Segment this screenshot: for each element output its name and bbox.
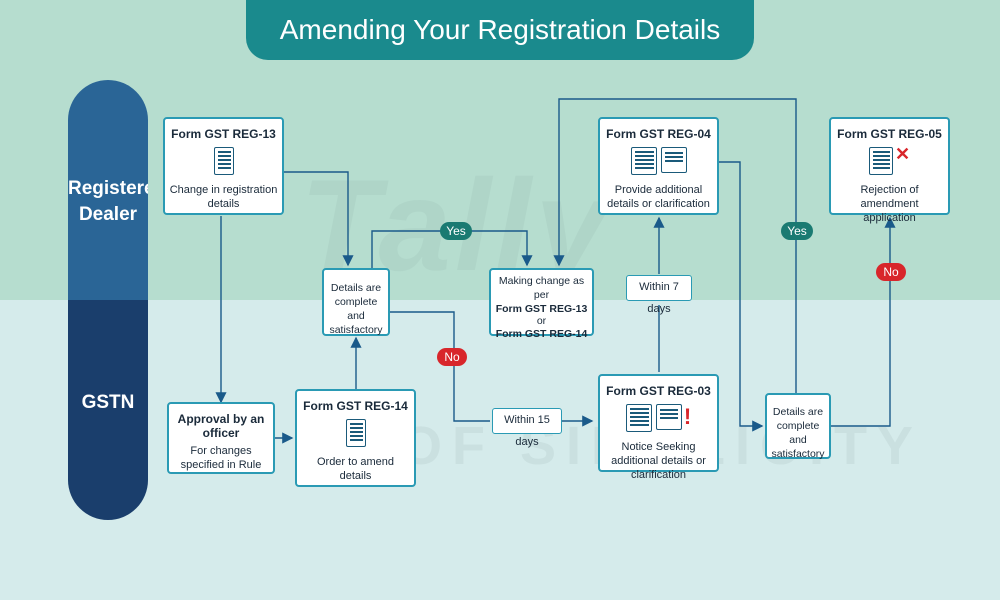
- node-form-reg-14: Form GST REG-14 Order to amend details: [295, 389, 416, 487]
- label-within-7-days: Within 7 days: [626, 275, 692, 315]
- node-officer-approval: Approval by an officer For changes speci…: [167, 402, 275, 474]
- node-header: Form GST REG-14: [303, 399, 408, 413]
- documents-icon: [600, 147, 717, 177]
- node-header: Form GST REG-04: [606, 127, 711, 141]
- node-header: Form GST REG-05: [837, 127, 942, 141]
- edge-check1-within15: [390, 311, 490, 422]
- rejected-document-icon: ✕: [831, 144, 948, 177]
- node-making-change: Making change as per Form GST REG-13 or …: [489, 268, 594, 340]
- node-text: For changes specified in Rule: [180, 445, 262, 471]
- node-header: Form GST REG-13: [171, 127, 276, 141]
- document-icon: [213, 147, 234, 175]
- lane-registered-dealer: [68, 80, 148, 300]
- node-text: Making change as per: [498, 275, 585, 301]
- node-form-reg-05: Form GST REG-05 ✕ Rejection of amendment…: [829, 117, 950, 224]
- no-badge: No: [876, 263, 906, 281]
- node-check-details-2: Details are complete and satisfactory: [765, 393, 831, 460]
- node-text: Change in registration details: [169, 184, 278, 210]
- lane-label-dealer: Registered Dealer: [68, 178, 148, 225]
- yes-badge: Yes: [781, 222, 813, 240]
- node-form-ref: Form GST REG-14: [495, 328, 588, 340]
- exclamation-icon: !: [683, 404, 692, 429]
- node-form-reg-04: Form GST REG-04 Provide additional detai…: [598, 117, 719, 215]
- no-badge: No: [437, 348, 467, 366]
- node-text: Provide additional details or clarificat…: [607, 184, 710, 210]
- document-icon: [345, 419, 366, 447]
- gstn-lane-background: [0, 300, 1000, 600]
- edge-check2-reg05: [831, 216, 896, 427]
- node-text: Details are complete and satisfactory: [329, 282, 383, 336]
- node-form-reg-03: Form GST REG-03 ! Notice Seeking additio…: [598, 374, 719, 481]
- node-form-reg-13: Form GST REG-13 Change in registration d…: [163, 117, 284, 215]
- edge-reg13-check1: [283, 171, 354, 267]
- node-text: Details are complete and satisfactory: [771, 406, 825, 460]
- yes-badge: Yes: [440, 222, 472, 240]
- node-form-ref: Form GST REG-13: [495, 303, 588, 315]
- cross-icon: ✕: [894, 144, 911, 164]
- node-or: or: [536, 315, 547, 327]
- page-title: Amending Your Registration Details: [246, 0, 754, 60]
- node-text: Order to amend details: [316, 456, 395, 482]
- node-text: Rejection of amendment application: [860, 184, 919, 224]
- notice-icon: !: [600, 404, 717, 434]
- node-header: Approval by an officer: [177, 412, 265, 440]
- label-within-15-days: Within 15 days: [492, 408, 562, 448]
- swimlane-bar: Registered Dealer GSTN: [68, 80, 148, 520]
- lane-label-gstn: GSTN: [81, 392, 135, 413]
- lane-gstn: [68, 300, 148, 520]
- edge-check2-making: [553, 98, 797, 393]
- node-header: Form GST REG-03: [606, 384, 711, 398]
- edge-reg04-check2: [719, 161, 764, 432]
- node-check-details-1: Details are complete and satisfactory: [322, 268, 390, 336]
- node-text: Notice Seeking additional details or cla…: [611, 441, 706, 481]
